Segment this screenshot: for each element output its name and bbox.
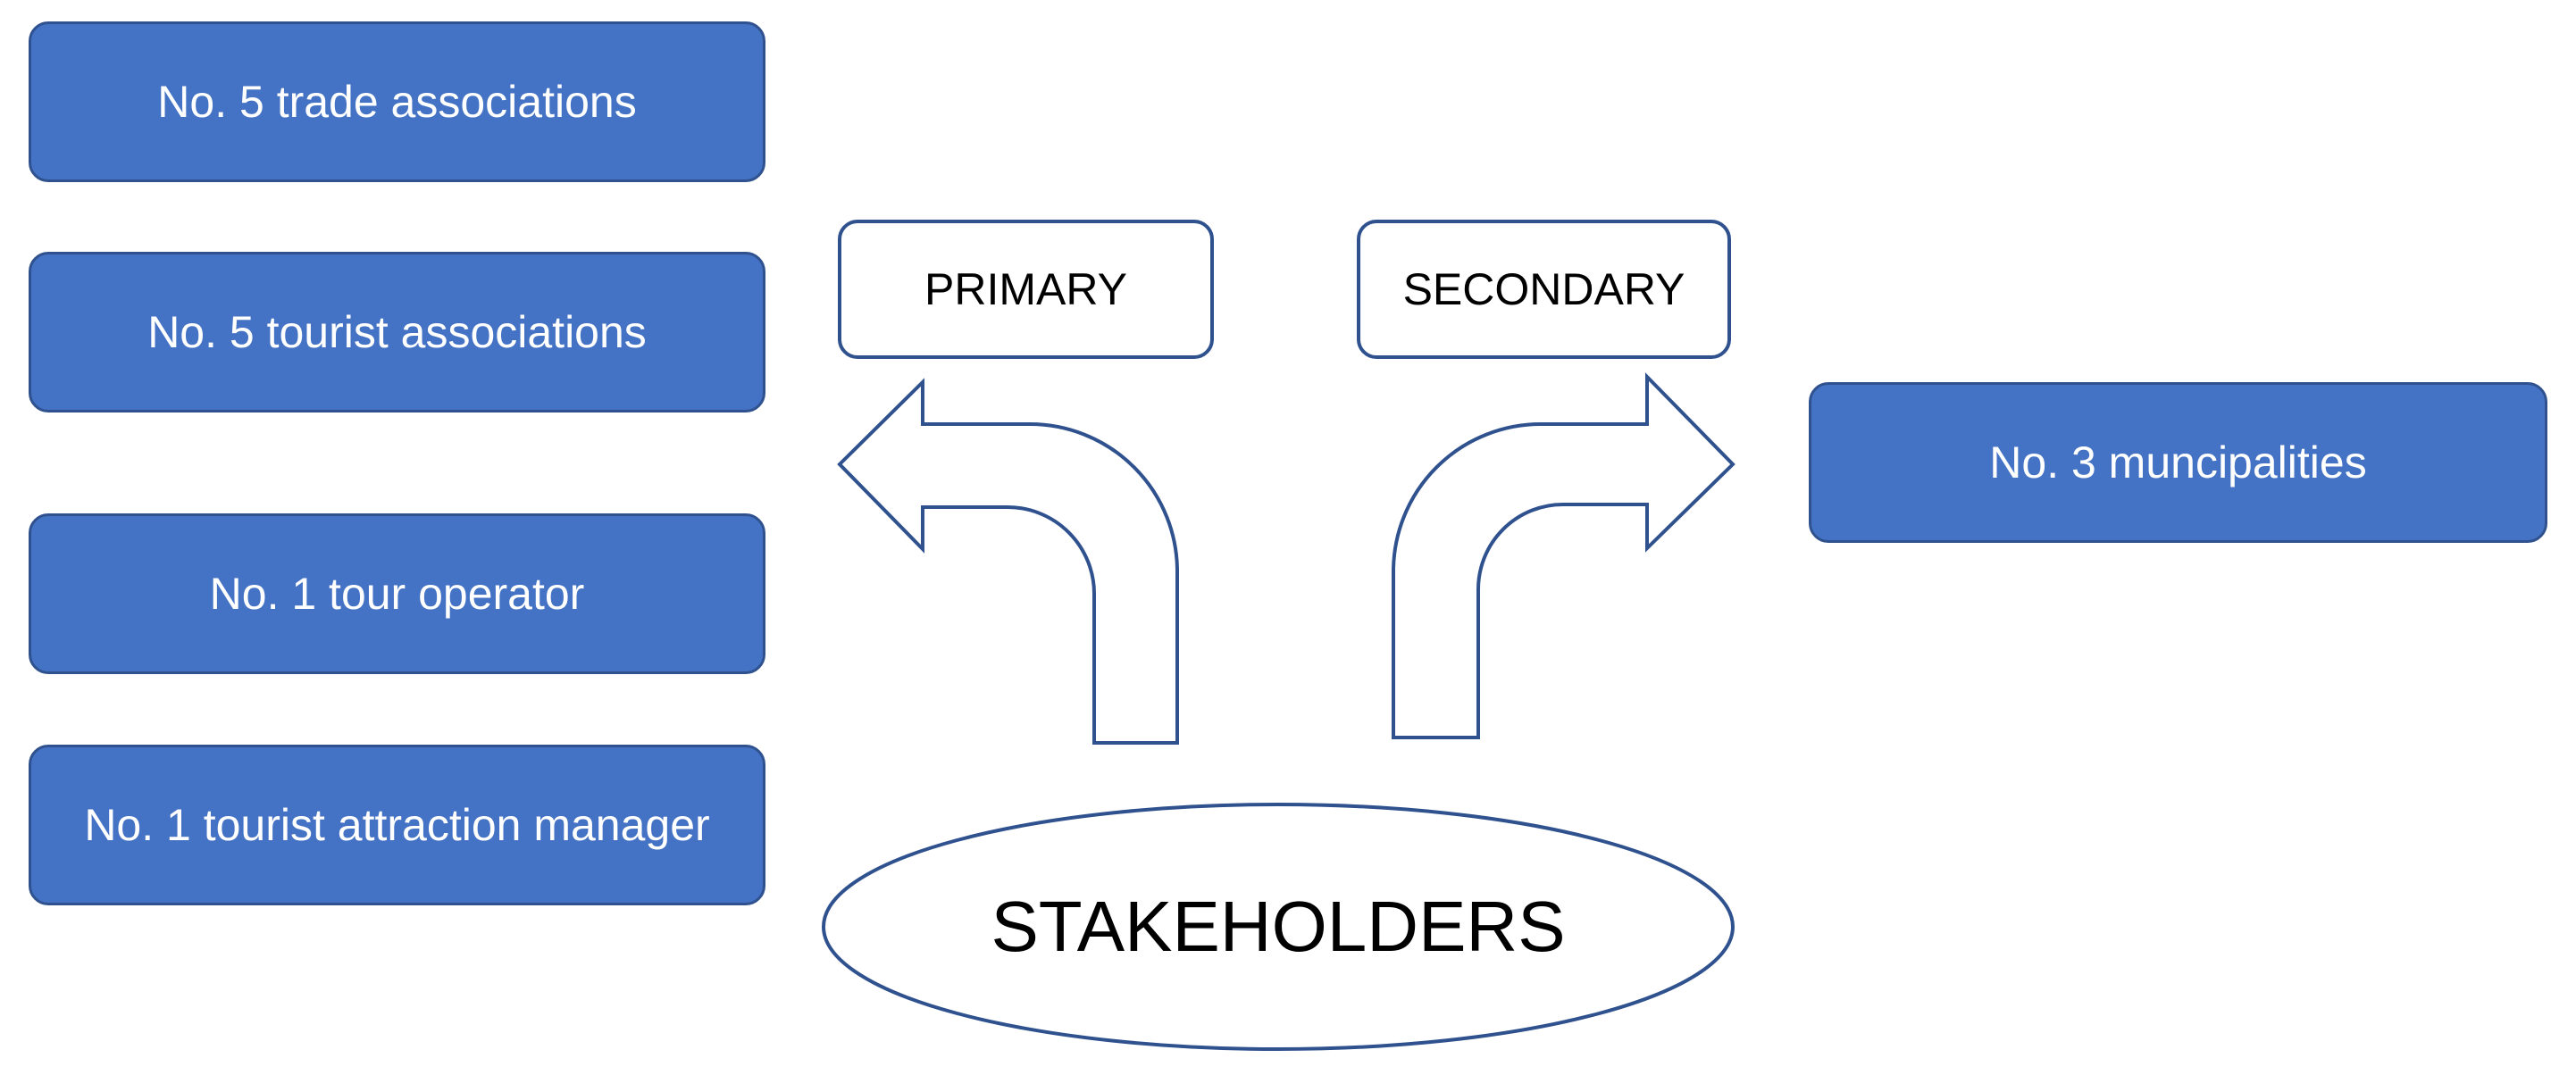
trade-associations-label: No. 5 trade associations — [157, 77, 637, 127]
municipalities-label: No. 3 muncipalities — [1989, 438, 2367, 488]
stakeholders-label: STAKEHOLDERS — [991, 887, 1566, 966]
secondary-box: SECONDARY — [1357, 220, 1731, 359]
tourist-attraction-manager-box: No. 1 tourist attraction manager — [29, 745, 765, 905]
stakeholders-ellipse — [822, 803, 1735, 1051]
tourist-associations-box: No. 5 tourist associations — [29, 252, 765, 412]
tour-operator-box: No. 1 tour operator — [29, 513, 765, 674]
tour-operator-label: No. 1 tour operator — [209, 569, 585, 619]
municipalities-box: No. 3 muncipalities — [1809, 382, 2547, 543]
tourist-attraction-manager-label: No. 1 tourist attraction manager — [84, 800, 710, 850]
secondary-label: SECONDARY — [1402, 264, 1685, 314]
arrow-secondary — [1392, 372, 1735, 739]
tourist-associations-label: No. 5 tourist associations — [147, 307, 647, 357]
arrow-primary — [837, 378, 1179, 745]
primary-box: PRIMARY — [838, 220, 1214, 359]
primary-label: PRIMARY — [924, 264, 1127, 314]
trade-associations-box: No. 5 trade associations — [29, 21, 765, 182]
